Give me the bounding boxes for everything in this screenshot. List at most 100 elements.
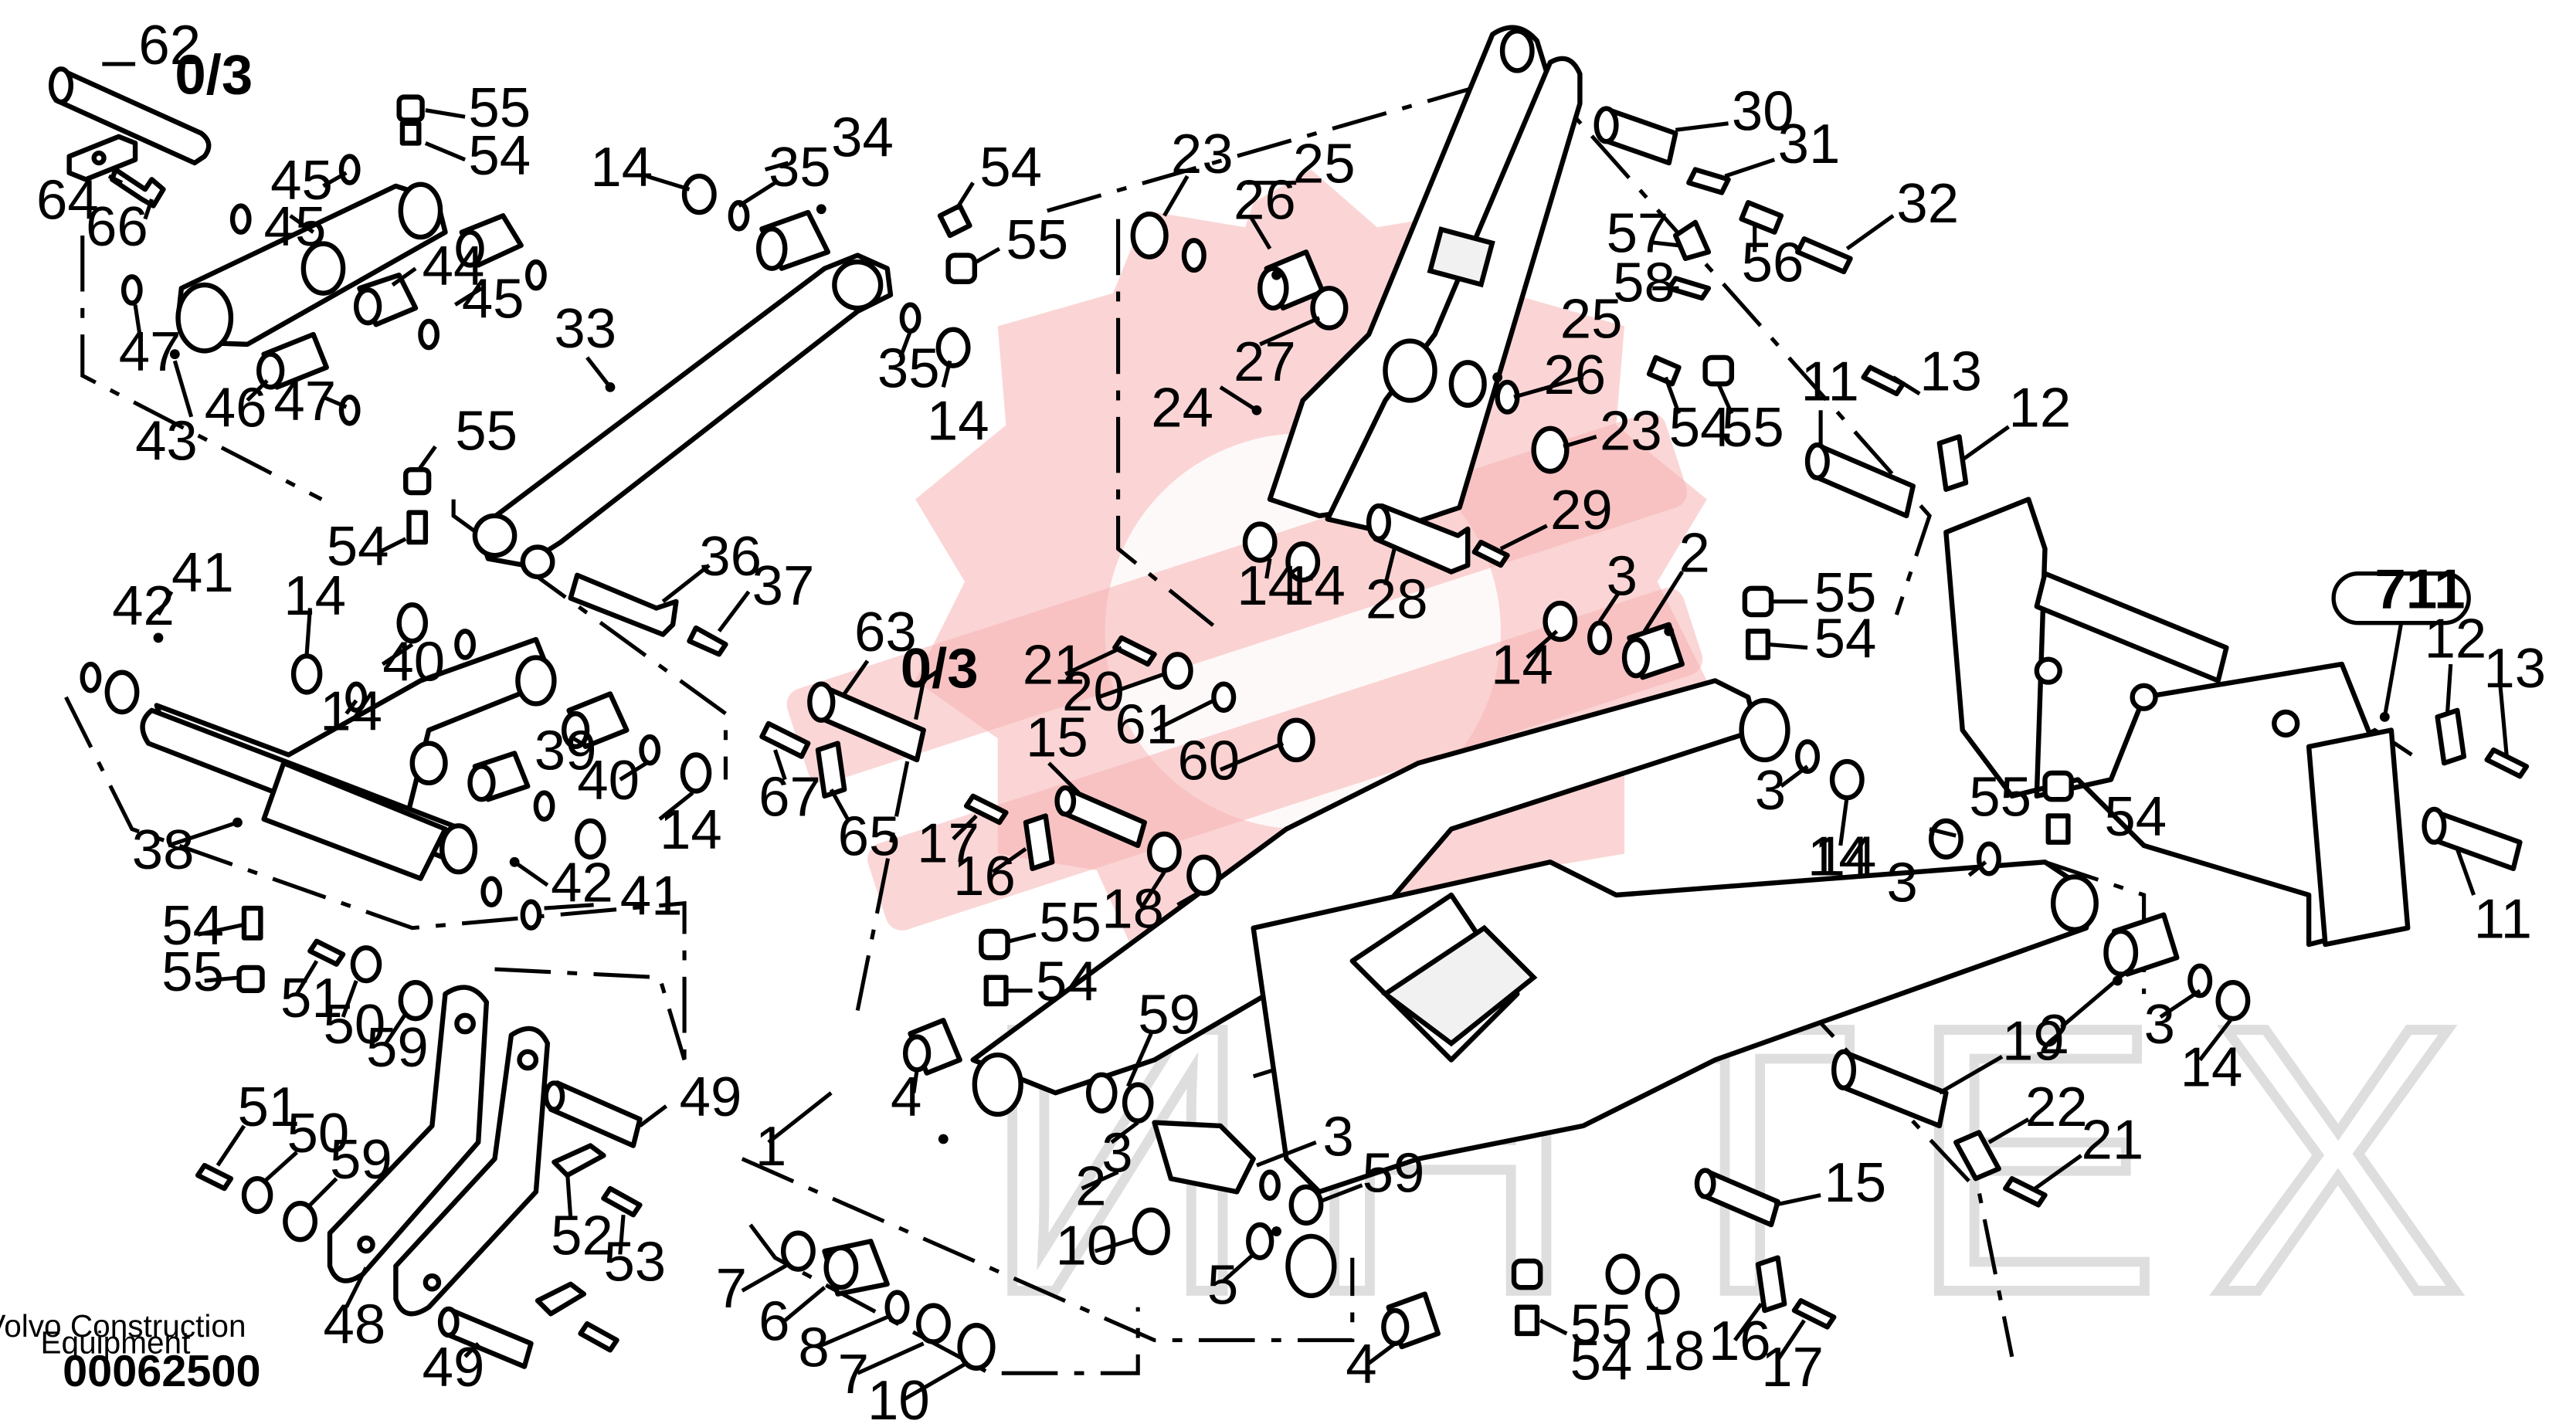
label-2-c: 2 <box>2038 1003 2069 1066</box>
label-54-c: 54 <box>327 515 389 578</box>
label-14-f: 14 <box>1237 554 1299 617</box>
label-54-g: 54 <box>1036 951 1098 1013</box>
brand-line-1: Volvo Construction <box>0 1308 246 1344</box>
label-54-a: 54 <box>468 124 531 187</box>
label-40-a: 40 <box>382 630 445 693</box>
label-47-b: 47 <box>273 370 336 432</box>
part-labels: 62 0/3 55 54 64 66 45 45 44 45 47 46 47 … <box>36 14 2546 1424</box>
label-45-b: 45 <box>264 195 327 258</box>
label-35-b: 35 <box>877 337 940 399</box>
label-51-a: 51 <box>280 967 343 1029</box>
label-13-b: 13 <box>2483 637 2546 700</box>
pin-49-bottom <box>437 1306 534 1369</box>
pin-36 <box>568 572 679 637</box>
pin-15-left <box>1054 785 1147 849</box>
label-14-a: 14 <box>590 136 653 198</box>
brand-line-2: Equipment <box>41 1325 191 1361</box>
bushing-34 <box>755 209 831 271</box>
frame-upper-arm <box>1047 68 1932 615</box>
label-26-b: 26 <box>1543 344 1606 406</box>
label-8: 8 <box>798 1317 829 1379</box>
arm-24 <box>1267 25 1583 535</box>
label-53: 53 <box>603 1231 666 1293</box>
label-13-a: 13 <box>1919 341 1982 403</box>
label-54-f: 54 <box>1814 608 1877 670</box>
label-2-b: 2 <box>1075 1154 1106 1217</box>
pin-28 <box>1366 503 1471 575</box>
label-41-a: 41 <box>171 541 234 604</box>
label-55-a: 55 <box>468 76 531 139</box>
label-60: 60 <box>1177 730 1240 792</box>
label-3-a: 3 <box>1607 544 1638 607</box>
label-14-e: 14 <box>660 798 722 861</box>
label-10-a: 10 <box>1055 1214 1118 1277</box>
grease-nipples-bottom <box>1511 1258 1543 1337</box>
label-3-b: 3 <box>1755 759 1786 822</box>
label-55-i: 55 <box>1969 766 2031 829</box>
label-25-a: 25 <box>1293 133 1356 195</box>
label-26-a: 26 <box>1234 169 1296 232</box>
label-54-d: 54 <box>161 894 224 957</box>
label-55-e: 55 <box>1722 396 1784 459</box>
label-42-b: 42 <box>551 852 613 914</box>
plate-64 <box>66 134 138 182</box>
label-50-b: 50 <box>287 1102 350 1165</box>
label-46: 46 <box>205 377 267 439</box>
label-16-b: 16 <box>1709 1310 1771 1372</box>
washers-18-left <box>1146 831 1222 897</box>
label-55-b: 55 <box>1006 209 1068 271</box>
bolt-37 <box>687 625 728 657</box>
label-49-a: 49 <box>680 1066 742 1128</box>
bolt-67-plate-65 <box>759 720 847 799</box>
pin-49-top <box>543 1080 643 1148</box>
grease-nipple-55-top <box>396 94 425 146</box>
label-44: 44 <box>423 235 485 297</box>
label-31: 31 <box>1778 113 1841 175</box>
label-29: 29 <box>1550 479 1613 541</box>
frame-1 <box>855 662 950 1011</box>
label-30: 30 <box>1732 80 1794 142</box>
label-18-a: 18 <box>1101 878 1164 941</box>
frame-38-body <box>104 636 557 881</box>
label-36: 36 <box>699 525 762 588</box>
label-21-a: 21 <box>1023 634 1085 697</box>
label-34: 34 <box>831 106 894 168</box>
label-59-d: 59 <box>1363 1141 1425 1204</box>
plate-16-bolt-17-bottom <box>1755 1255 1837 1330</box>
label-38: 38 <box>132 819 195 881</box>
label-17-b: 17 <box>1761 1336 1824 1399</box>
frame-bellcrank <box>494 967 687 1061</box>
label-14-d: 14 <box>320 680 382 742</box>
frame-38 <box>64 696 687 1069</box>
label-51-b: 51 <box>237 1076 300 1138</box>
label-55-h: 55 <box>1570 1293 1633 1356</box>
pin-11-top <box>1804 442 1916 519</box>
label-14-b: 14 <box>927 390 989 453</box>
label-4-b: 4 <box>1346 1333 1376 1395</box>
label-45-c: 45 <box>462 268 524 331</box>
link-43 <box>175 181 448 354</box>
rings-43 <box>120 154 547 426</box>
bushing-44a <box>456 213 524 268</box>
lift-arm-1 <box>970 678 2099 1299</box>
frame-right-2 <box>2044 859 2147 995</box>
bolt-66 <box>109 167 166 209</box>
assembly-frames <box>64 68 2425 1375</box>
pin-30 <box>1593 106 1678 166</box>
label-67: 67 <box>759 766 821 829</box>
label-10-b: 10 <box>867 1369 930 1424</box>
frame-link-43 <box>80 235 323 501</box>
bushings-2-3-right <box>1543 600 2251 1022</box>
label-48: 48 <box>323 1293 385 1356</box>
bushing-46 <box>256 331 329 390</box>
fasteners-50-51-59 <box>195 938 433 1243</box>
label-14-k: 14 <box>2181 1036 2243 1099</box>
watermark-bar-2 <box>867 588 1703 931</box>
label-45-a: 45 <box>270 149 333 212</box>
label-54-b: 54 <box>979 136 1042 198</box>
bushing-44b <box>353 273 419 327</box>
frame-1b <box>741 1157 1355 1343</box>
frame-link-33 <box>451 499 728 780</box>
label-17-a: 17 <box>917 812 979 874</box>
